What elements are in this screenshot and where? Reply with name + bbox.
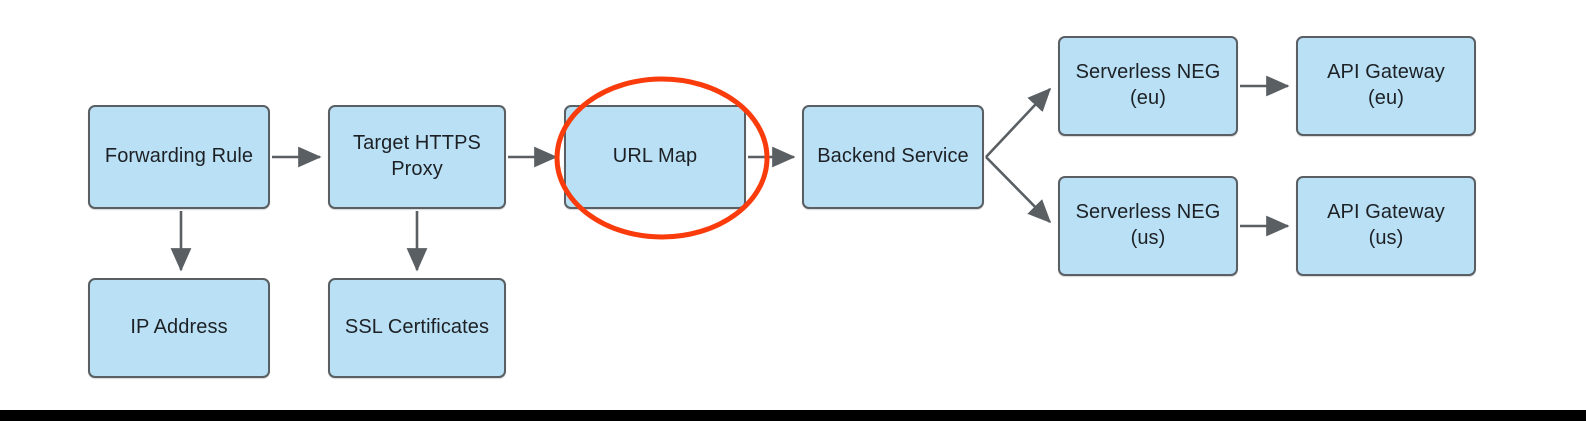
node-backend-service[interactable]: Backend Service [802,105,984,209]
edge-backend-service-to-serverless-neg-eu [985,87,1052,158]
node-forwarding-rule[interactable]: Forwarding Rule [88,105,270,209]
node-url-map[interactable]: URL Map [564,105,746,209]
node-serverless-neg-us[interactable]: Serverless NEG (us) [1058,176,1238,276]
node-api-gateway-us[interactable]: API Gateway (us) [1296,176,1476,276]
node-api-gateway-eu[interactable]: API Gateway (eu) [1296,36,1476,136]
node-ip-address[interactable]: IP Address [88,278,270,378]
node-serverless-neg-eu[interactable]: Serverless NEG (eu) [1058,36,1238,136]
edge-backend-service-to-serverless-neg-us [985,156,1052,224]
node-ssl-certificates[interactable]: SSL Certificates [328,278,506,378]
bottom-black-bar [0,410,1586,421]
node-target-https-proxy[interactable]: Target HTTPS Proxy [328,105,506,209]
